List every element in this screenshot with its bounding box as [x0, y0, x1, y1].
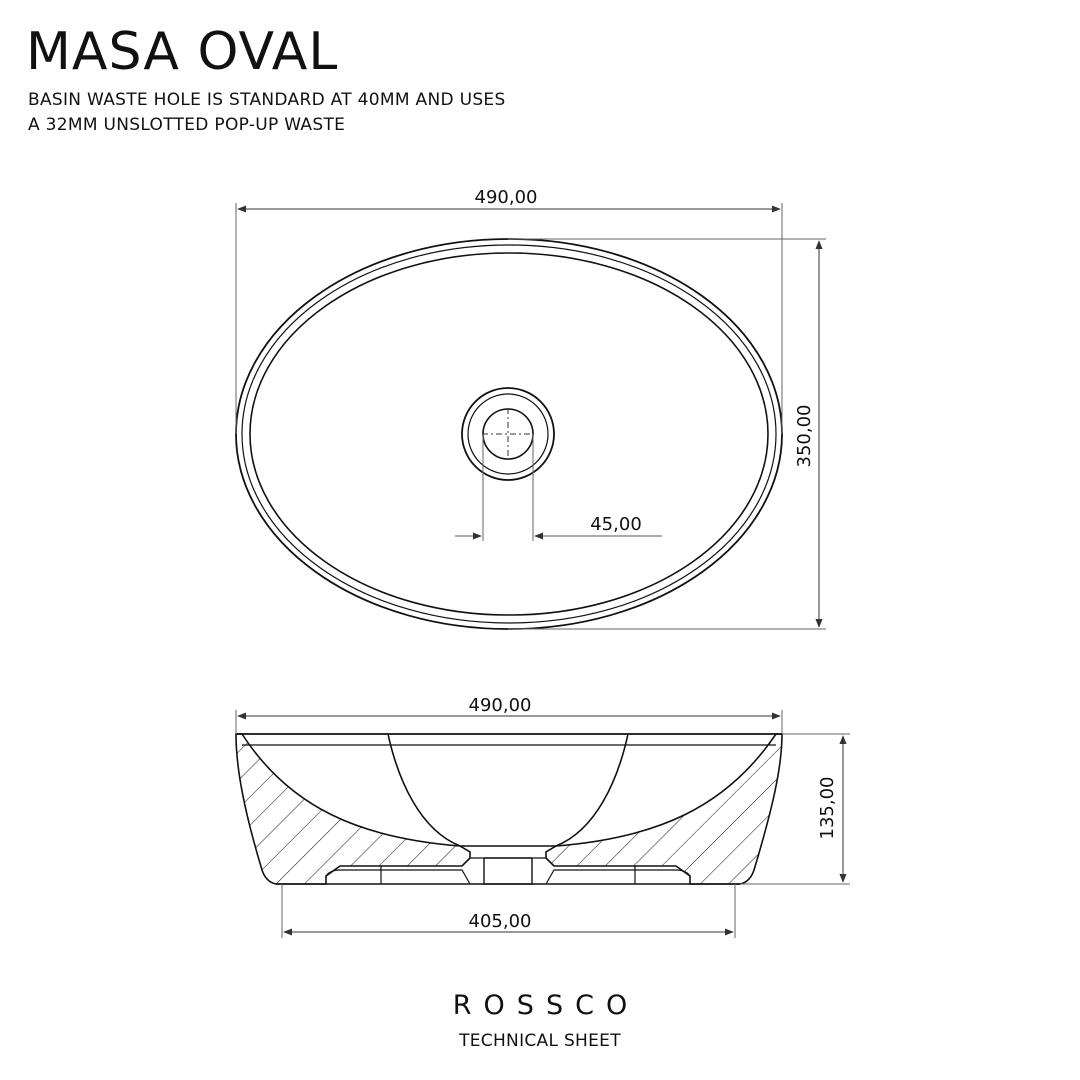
side-view: 490,00 135,00 405,00 [235, 695, 850, 938]
waste-diameter-dimension: 45,00 [590, 514, 642, 535]
waste-outer-ring [461, 387, 555, 481]
basin-rim-inner-edge [241, 244, 777, 624]
side-height-dimension: 135,00 [817, 777, 838, 840]
section-wall-right [545, 733, 783, 885]
top-depth-dimension: 350,00 [794, 405, 815, 468]
sheet-subtitle: TECHNICAL SHEET [459, 1031, 621, 1051]
waste-middle-ring [467, 393, 549, 475]
section-waste-fitting [483, 857, 533, 885]
spec-note-line-2: A 32MM UNSLOTTED POP-UP WASTE [28, 115, 346, 135]
base-width-dimension: 405,00 [469, 911, 532, 932]
section-wall-left [235, 733, 471, 885]
section-foot-right [545, 869, 691, 885]
section-foot-left [325, 869, 471, 885]
top-view: 490,00 350,00 45,00 [235, 187, 826, 630]
basin-bowl-edge [249, 252, 769, 616]
basin-outer-rim [235, 238, 783, 630]
page-title: MASA OVAL [26, 22, 339, 82]
section-bowl-back-wall [387, 733, 629, 847]
brand-logo: ROSSCO [452, 990, 640, 1021]
top-width-dimension: 490,00 [475, 187, 538, 208]
spec-note-line-1: BASIN WASTE HOLE IS STANDARD AT 40MM AND… [28, 90, 506, 110]
side-width-dimension: 490,00 [469, 695, 532, 716]
